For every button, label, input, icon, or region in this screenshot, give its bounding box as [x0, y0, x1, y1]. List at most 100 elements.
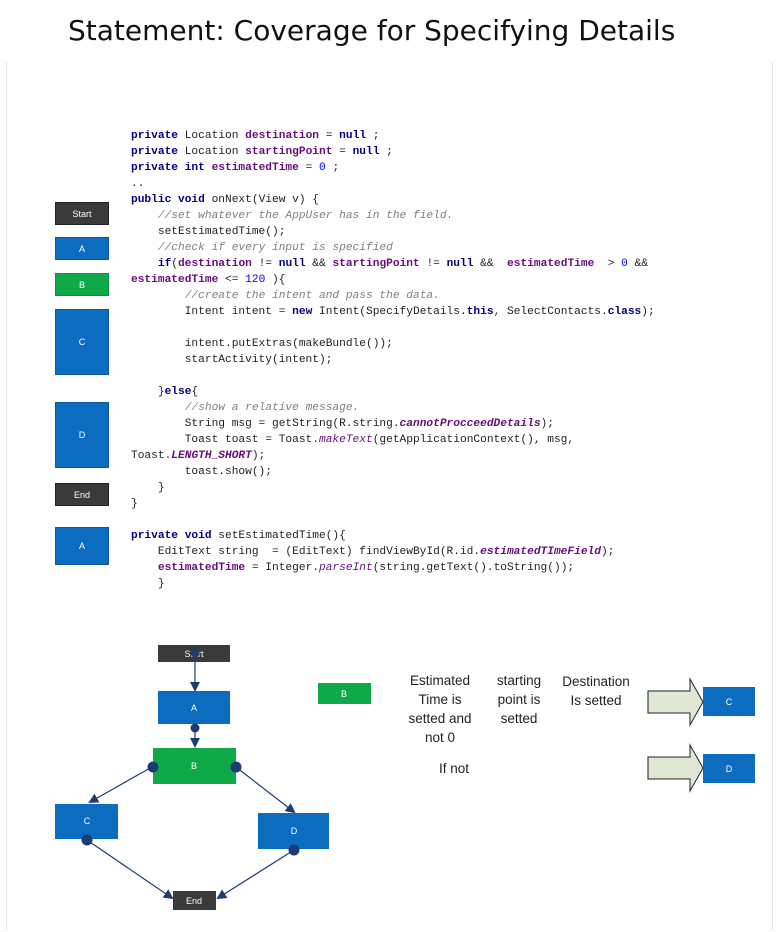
- cond-destination: Destination Is setted: [553, 672, 639, 710]
- code-token: 120: [245, 274, 266, 286]
- cond-d-box: [703, 754, 755, 783]
- dot-start: [190, 648, 200, 658]
- code-line: }: [131, 480, 655, 496]
- arrow-to-c: [647, 677, 704, 727]
- code-line: //set whatever the AppUser has in the fi…: [131, 208, 655, 224]
- slide-frame: [6, 62, 773, 930]
- dot-b-right: [230, 761, 242, 773]
- node-a: [158, 691, 230, 724]
- code-token: &&: [627, 258, 649, 270]
- legend-b: B: [55, 273, 109, 296]
- code-token: (: [171, 258, 179, 270]
- dot-c: [81, 834, 93, 846]
- code-line: //check if every input is specified: [131, 240, 655, 256]
- dot-a: [190, 723, 200, 733]
- node-c: [55, 804, 118, 839]
- code-token: 0: [621, 258, 628, 270]
- code-token: startingPoint: [332, 258, 420, 270]
- code-line: estimatedTime = Integer.parseInt(string.…: [131, 560, 655, 576]
- code-token: //check if every input is specified: [157, 242, 393, 254]
- code-token: null: [446, 258, 474, 270]
- code-token: ;: [366, 130, 380, 142]
- code-line: }: [131, 576, 655, 592]
- code-line: startActivity(intent);: [131, 352, 655, 368]
- code-token: !=: [251, 258, 279, 270]
- code-line: //create the intent and pass the data.: [131, 288, 655, 304]
- code-token: 0: [319, 162, 326, 174]
- node-d: [258, 813, 329, 849]
- code-token: );: [600, 546, 615, 558]
- cond-b-label: B: [341, 689, 347, 699]
- code-token: null: [352, 146, 380, 158]
- code-line: private void setEstimatedTime(){: [131, 528, 655, 544]
- code-line: if(destination != null && startingPoint …: [131, 256, 655, 272]
- code-token: ..: [131, 178, 145, 190]
- page-title: Statement: Coverage for Specifying Detai…: [68, 14, 676, 47]
- code-token: null: [278, 258, 306, 270]
- code-token: {: [191, 386, 199, 398]
- code-token: else: [164, 386, 192, 398]
- code-token: toast.show();: [131, 466, 272, 478]
- node-b: [153, 748, 236, 784]
- cond-c-label: C: [726, 697, 733, 707]
- code-token: estimatedTime: [131, 274, 219, 286]
- code-token: );: [251, 450, 266, 462]
- legend-end: End: [55, 483, 109, 506]
- dot-b-left: [147, 761, 159, 773]
- code-line: intent.putExtras(makeBundle());: [131, 336, 655, 352]
- code-token: }: [131, 482, 165, 494]
- code-token: onNext(View v) {: [211, 194, 319, 206]
- code-token: parseInt: [319, 562, 373, 574]
- cond-b-box: [318, 683, 371, 704]
- cond-estimated-time: Estimated Time is setted and not 0: [398, 671, 482, 747]
- code-line: setEstimatedTime();: [131, 224, 655, 240]
- code-token: intent.putExtras(makeBundle());: [131, 338, 393, 350]
- code-token: (string.getText().toString());: [372, 562, 575, 574]
- cond-estimated-line-1: Estimated: [409, 673, 471, 688]
- arrow-to-d: [647, 743, 704, 793]
- code-token: =: [332, 146, 353, 158]
- code-token: }: [131, 386, 165, 398]
- code-token: estimatedTime: [157, 562, 246, 574]
- code-token: Location: [184, 130, 246, 142]
- code-line: private int estimatedTime = 0 ;: [131, 160, 655, 176]
- cond-estimated-line-4: not 0: [424, 730, 456, 745]
- cond-destination-line-2: Is setted: [570, 693, 622, 708]
- code-block: private Location destination = null ; pri…: [131, 128, 655, 592]
- code-line: }: [131, 496, 655, 512]
- cond-starting-line-2: point is: [497, 692, 541, 707]
- code-token: =: [319, 130, 340, 142]
- code-line: Intent intent = new Intent(SpecifyDetail…: [131, 304, 655, 320]
- edge-d-end: [216, 849, 295, 900]
- legend-d: D: [55, 402, 109, 468]
- code-token: estimatedTImeField: [480, 546, 601, 558]
- code-token: //show a relative message.: [184, 402, 360, 414]
- dot-d: [288, 844, 300, 856]
- code-token: this: [466, 306, 494, 318]
- node-c-label: C: [84, 816, 91, 826]
- cond-estimated-line-2: Time is: [418, 692, 462, 707]
- code-token: , SelectContacts.: [493, 306, 608, 318]
- cond-starting-point: starting point is setted: [488, 671, 550, 728]
- code-token: (getApplicationContext(), msg,: [372, 434, 575, 446]
- code-token: cannotProcceedDetails: [399, 418, 541, 430]
- code-token: }: [131, 498, 138, 510]
- code-token: &&: [305, 258, 333, 270]
- code-token: destination: [245, 130, 320, 142]
- code-token: new: [292, 306, 319, 318]
- code-token: setEstimatedTime();: [131, 226, 286, 238]
- node-end: [173, 891, 216, 910]
- code-line: //show a relative message.: [131, 400, 655, 416]
- code-token: private: [131, 130, 185, 142]
- legend-start: Start: [55, 202, 109, 225]
- code-token: LENGTH_SHORT: [171, 450, 252, 462]
- code-token: class: [607, 306, 642, 318]
- legend-c: C: [55, 309, 109, 375]
- cond-starting-line-3: setted: [500, 711, 538, 726]
- code-token: startingPoint: [245, 146, 333, 158]
- code-token: ){: [265, 274, 286, 286]
- code-token: public void: [131, 194, 212, 206]
- code-token: }: [131, 578, 165, 590]
- code-token: Toast toast = Toast.: [131, 434, 319, 446]
- code-line: String msg = getString(R.string.cannotPr…: [131, 416, 655, 432]
